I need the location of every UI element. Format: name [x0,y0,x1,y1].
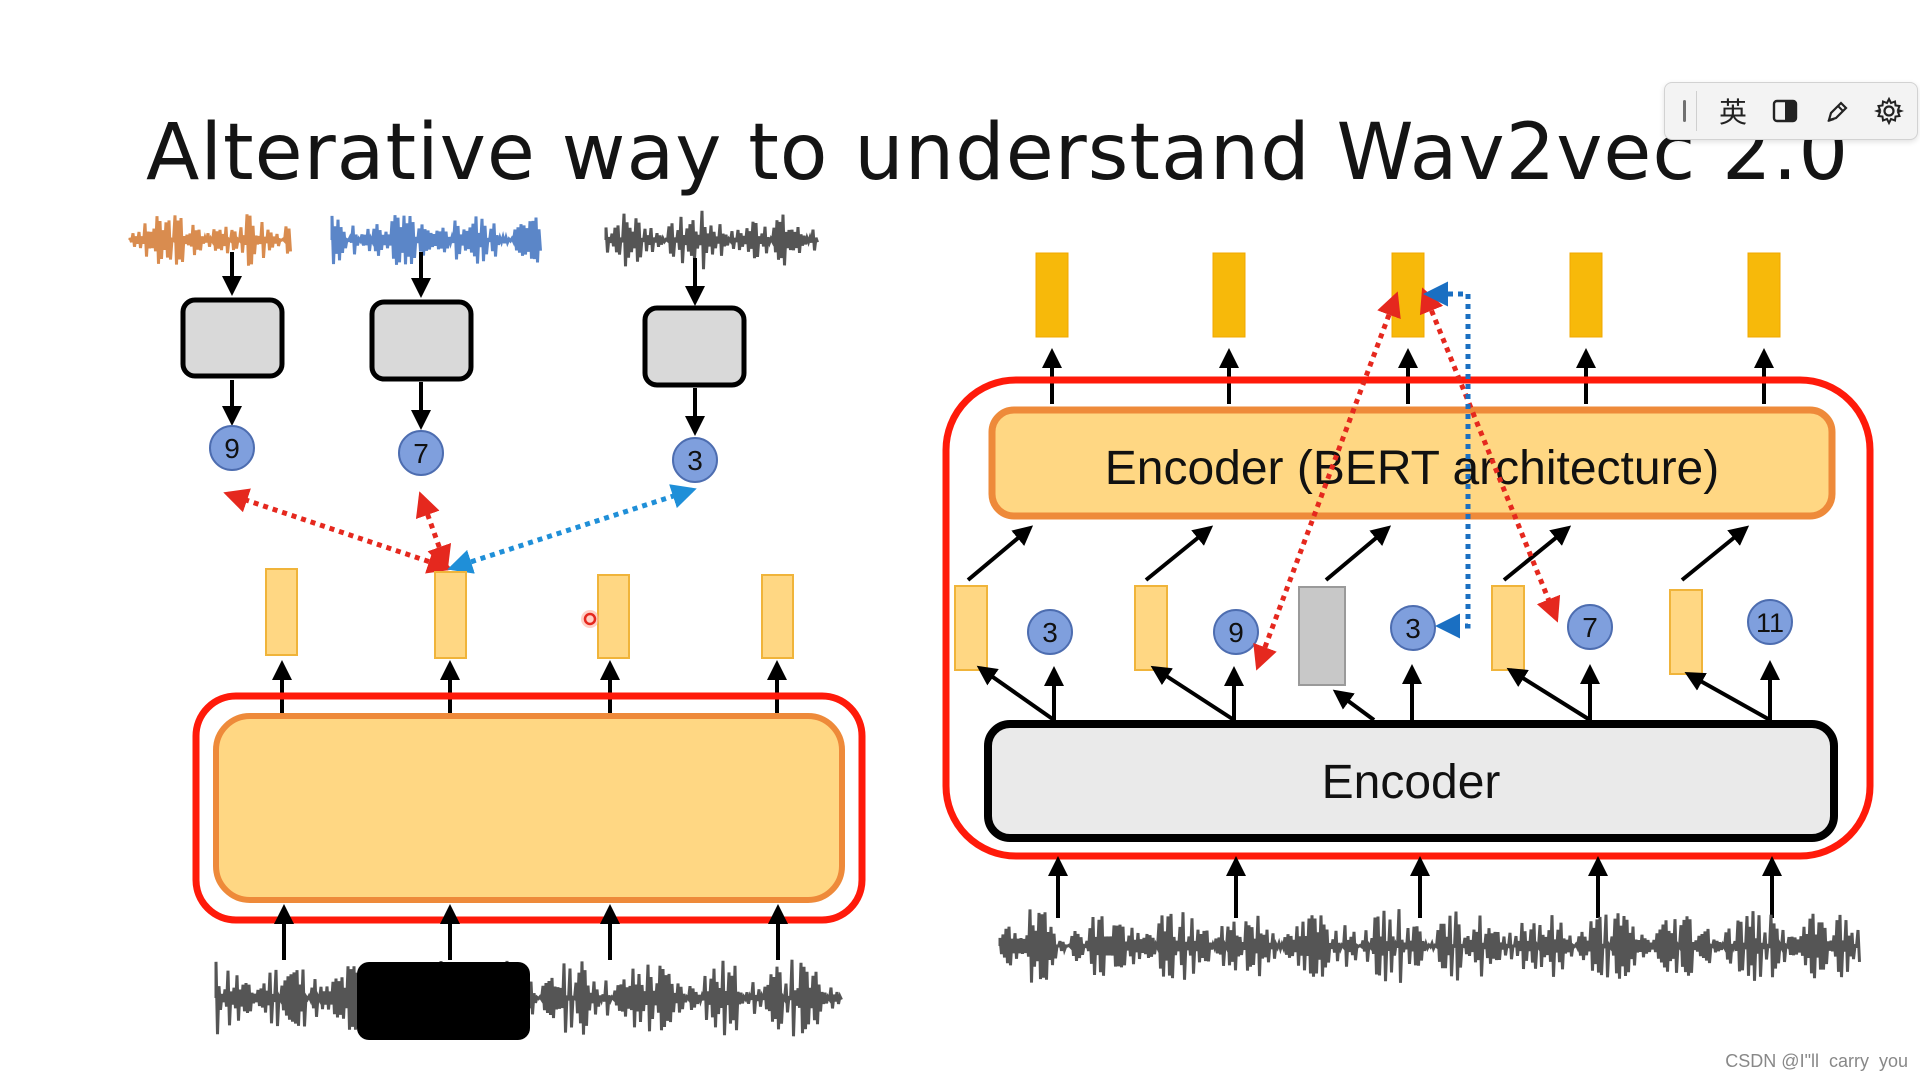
positive-arrow [1423,281,1471,639]
token-label: 11 [1756,608,1784,638]
arrow [966,525,1034,582]
cnn-encoder-block [984,720,1838,842]
watermark: CSDN @I"ll carry you [1725,1051,1908,1071]
left-encoder-block [213,713,845,903]
gear-icon[interactable] [1863,89,1915,133]
context-vector [434,571,467,659]
cnn-encoder-label: Encoder [1322,756,1501,809]
token-label: 3 [687,445,703,476]
token-circle [1567,604,1613,650]
left-context-vectors [265,568,794,659]
latent-vector [1134,585,1168,671]
arrow [1144,525,1214,582]
right-input-arrows [1048,856,1782,918]
left-top-waveforms [128,210,819,270]
latent-vector [1491,585,1525,671]
token-circle [672,437,718,483]
mask-block [357,962,530,1040]
waveform-blue [330,215,542,265]
token-circle [398,430,444,476]
negative-arrow [1419,287,1561,623]
context-vector [761,574,794,659]
language-toggle-button[interactable]: 英 [1718,96,1747,129]
positive-arrow [447,484,697,574]
context-vector [597,574,630,659]
output-vector [1035,252,1069,338]
laser-pointer [581,610,599,628]
right-encoder-output-arrows [976,660,1780,722]
right-bert-input-arrows [966,525,1750,582]
right-input-waveform [998,909,1861,983]
arrow [976,665,1056,722]
arrow [1324,525,1392,582]
right-output-vectors [1035,252,1781,338]
token-label: 7 [413,438,429,469]
output-vector [1391,252,1425,338]
left-output-arrows [272,660,787,716]
output-vector [1569,252,1603,338]
left-quantizer-boxes [180,297,747,388]
ime-toolbar: 英 [1664,82,1918,140]
token-circle [1747,599,1793,645]
masked-latent-vector [1298,586,1346,686]
bert-encoder-block [988,406,1836,520]
mode-toggle-icon[interactable] [1759,89,1811,133]
arrow [1150,665,1236,722]
negative-arrow [223,488,453,574]
bert-encoder-label: Encoder (BERT architecture) [1105,442,1719,495]
waveform-gray [604,210,819,270]
left-contrastive-arrows [223,484,697,574]
drag-handle-icon[interactable] [1683,100,1686,122]
left-token-arrows [222,380,705,436]
left-quantizer-input-arrows [222,252,705,306]
right-model-frame [942,376,1874,860]
right-contrastive-arrows [1253,281,1561,671]
quantizer-box [180,297,285,379]
left-model-frame [192,692,866,924]
token-circle [1027,609,1073,655]
output-vector [1747,252,1781,338]
arrow [1506,667,1592,722]
arrow [1332,689,1376,722]
slide-title: Alterative way to understand Wav2vec 2.0 [146,108,1850,198]
latent-vector [954,585,988,671]
token-circle [209,425,255,471]
waveform-orange [128,214,292,266]
output-vector [1212,252,1246,338]
arrow [1680,525,1750,582]
context-vector [265,568,298,656]
quantizer-box [642,305,747,388]
token-label: 3 [1405,613,1421,644]
token-label: 9 [1228,617,1244,648]
token-label: 9 [224,433,240,464]
token-label: 3 [1042,617,1058,648]
pen-icon[interactable] [1811,89,1863,133]
token-label: 7 [1582,612,1598,643]
left-tokens: 9 7 3 [209,425,718,483]
quantizer-box [369,299,474,382]
toolbar-divider [1696,91,1697,131]
arrow [1684,672,1771,722]
left-input-arrows [274,904,788,960]
latent-vector [1669,589,1703,675]
negative-arrow [415,491,452,571]
